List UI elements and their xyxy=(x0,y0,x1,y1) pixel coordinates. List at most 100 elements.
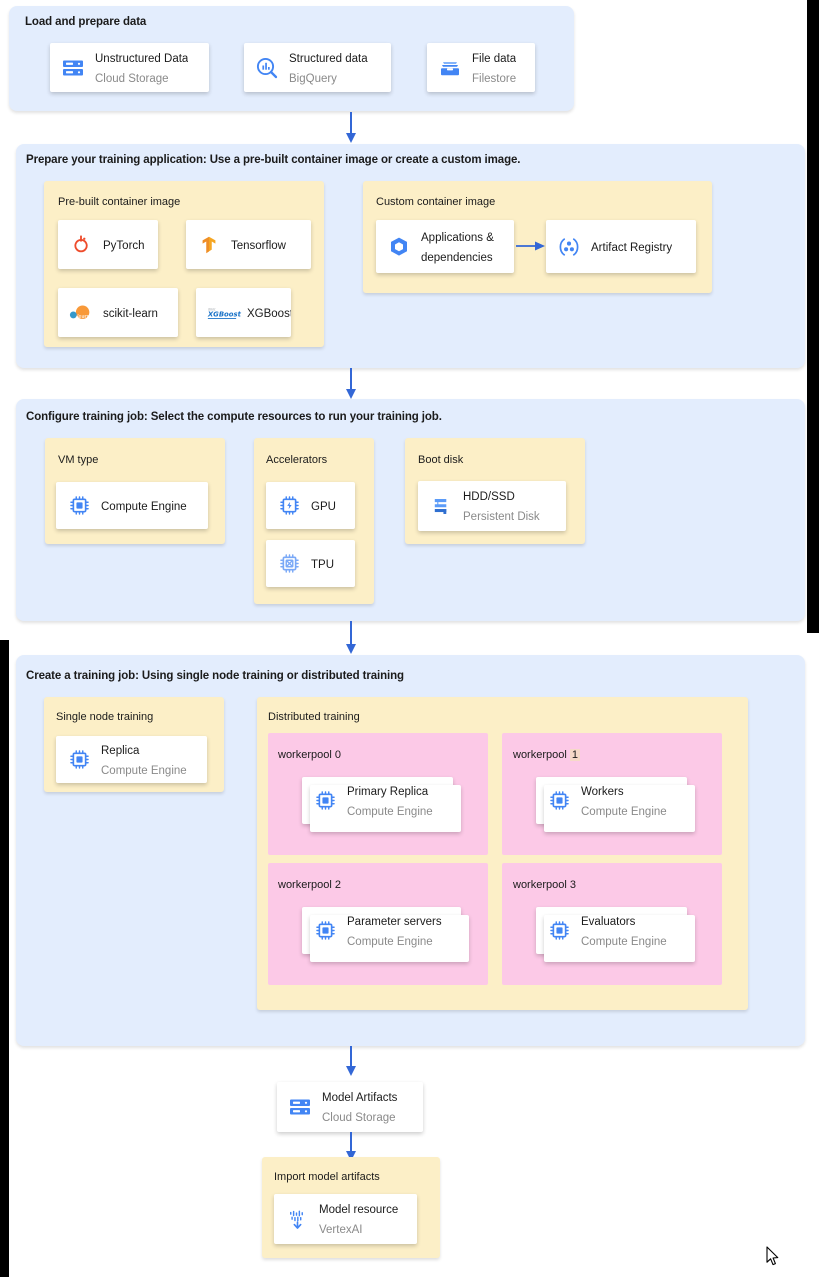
filestore-icon xyxy=(437,55,463,81)
pool-label-workerpool-2: workerpool 2 xyxy=(278,879,341,891)
pool-label-number: 1 xyxy=(569,749,580,761)
group-label-pre-built-container-image: Pre-built container image xyxy=(58,196,181,208)
card-xgboost[interactable]: dmlc XGBoost XGBoost xyxy=(196,288,291,337)
vertex-ai-icon xyxy=(284,1206,310,1232)
card-subtitle: Compute Engine xyxy=(347,805,433,818)
group-label-import-model-artifacts: Import model artifacts xyxy=(274,1171,380,1183)
card-parameter-servers[interactable]: Parameter servers Compute Engine xyxy=(302,907,469,962)
cloud-storage-icon xyxy=(60,55,86,81)
card-replica[interactable]: Replica Compute Engine xyxy=(56,736,207,783)
card-pytorch[interactable]: PyTorch xyxy=(58,220,158,269)
pool-label-prefix: workerpool xyxy=(278,749,332,761)
card-title: Model Artifacts xyxy=(322,1092,398,1105)
card-primary-replica[interactable]: Primary Replica Compute Engine xyxy=(302,777,461,832)
gpu-icon xyxy=(276,493,302,519)
tensorflow-icon xyxy=(196,232,222,258)
card-title: Structured data xyxy=(289,52,368,65)
group-label-custom-container-image: Custom container image xyxy=(376,196,496,208)
card-title: File data xyxy=(472,52,517,65)
arrow-stage1-to-stage2 xyxy=(343,112,357,144)
compute-engine-icon xyxy=(546,918,572,944)
card-structured-data[interactable]: Structured data BigQuery xyxy=(244,43,391,92)
pool-label-prefix: workerpool xyxy=(513,879,567,891)
card-title: Workers xyxy=(581,785,624,798)
card-subtitle: BigQuery xyxy=(289,72,337,85)
card-compute-engine-vm[interactable]: Accelerators Compute Engine xyxy=(56,482,208,529)
card-title: Parameter servers xyxy=(347,915,442,928)
card-subtitle: Compute Engine xyxy=(101,764,187,777)
card-tpu[interactable]: TPU xyxy=(266,540,355,587)
card-model-resource[interactable]: Model resource VertexAI xyxy=(274,1194,417,1244)
card-subtitle: VertexAI xyxy=(319,1224,363,1236)
card-title: GPU xyxy=(311,500,336,513)
artifact-registry-icon xyxy=(556,234,582,260)
card-artifact-registry[interactable]: Artifact Registry xyxy=(546,220,696,273)
pool-label-number: 0 xyxy=(334,749,341,761)
card-title: Primary Replica xyxy=(347,785,429,798)
card-workers[interactable]: Workers Compute Engine xyxy=(536,777,695,832)
card-tensorflow[interactable]: Tensorflow xyxy=(186,220,311,269)
card-title: Compute Engine xyxy=(101,500,187,513)
compute-engine-icon xyxy=(66,747,92,773)
svg-text:learn: learn xyxy=(77,313,90,319)
card-title: XGBoost xyxy=(247,307,291,320)
scikit-learn-icon: learn xyxy=(68,300,94,326)
bigquery-icon xyxy=(254,55,280,81)
letterbox-bar-left xyxy=(0,640,9,1277)
pool-label-prefix: workerpool xyxy=(513,749,567,761)
mouse-cursor xyxy=(766,1246,780,1266)
card-title: Applications & dependencies xyxy=(421,231,494,264)
stage-title-create-a-training-job: Create a training job: Using single node… xyxy=(26,670,404,682)
card-unstructured-data[interactable]: Unstructured Data Cloud Storage xyxy=(50,43,209,92)
pool-label-workerpool-1: workerpool 1 xyxy=(513,749,580,761)
cloud-storage-icon xyxy=(287,1094,313,1120)
card-file-data[interactable]: File data Filestore xyxy=(427,43,535,92)
card-subtitle: Compute Engine xyxy=(581,805,667,818)
card-title: Tensorflow xyxy=(231,239,286,252)
tpu-icon xyxy=(276,551,302,577)
card-title: Unstructured Data xyxy=(95,52,189,65)
card-subtitle: Cloud Storage xyxy=(95,72,169,85)
compute-engine-icon xyxy=(66,493,92,519)
stage-title-load-and-prepare-data: Load and prepare data xyxy=(25,16,147,28)
container-package-icon xyxy=(386,234,412,260)
pool-label-prefix: workerpool xyxy=(278,879,332,891)
arrow-stage3-to-stage4 xyxy=(343,621,357,655)
group-label-distributed-training: Distributed training xyxy=(268,711,360,723)
arrow-stage4-to-model-artifacts xyxy=(343,1046,357,1078)
card-title: TPU xyxy=(311,558,334,571)
pool-label-number: 2 xyxy=(334,879,341,891)
xgboost-icon: dmlc XGBoost xyxy=(206,300,242,326)
persistent-disk-icon xyxy=(428,493,454,519)
group-label-single-node-training: Single node training xyxy=(56,711,154,723)
card-gpu[interactable]: GPU xyxy=(266,482,355,529)
arrow-model-artifacts-to-import xyxy=(343,1132,357,1163)
pool-label-workerpool-3: workerpool 3 xyxy=(513,879,576,891)
group-label-boot-disk: Boot disk xyxy=(418,454,464,466)
card-subtitle: Filestore xyxy=(472,72,517,85)
group-label-vm-type: VM type xyxy=(58,454,99,466)
arrow-stage2-to-stage3 xyxy=(343,368,357,400)
stage-title-configure-training-job: Configure training job: Select the compu… xyxy=(26,411,442,423)
compute-engine-icon xyxy=(312,788,338,814)
card-model-artifacts[interactable]: Model Artifacts Cloud Storage xyxy=(277,1082,423,1132)
compute-engine-icon xyxy=(546,788,572,814)
card-applications-and-dependencies[interactable]: Applications & dependencies xyxy=(376,220,514,273)
group-label-accelerators: Accelerators xyxy=(266,454,328,466)
card-title: scikit-learn xyxy=(103,307,158,320)
card-subtitle: Compute Engine xyxy=(347,935,433,948)
letterbox-bar-right xyxy=(807,0,819,633)
arrow-applications-to-artifact-registry xyxy=(516,239,546,253)
card-scikit-learn[interactable]: learn scikit-learn xyxy=(58,288,178,337)
svg-text:XGBoost: XGBoost xyxy=(207,310,242,318)
svg-text:dmlc: dmlc xyxy=(208,307,216,311)
card-title: Replica xyxy=(101,744,140,757)
card-evaluators[interactable]: Evaluators Compute Engine xyxy=(536,907,695,962)
compute-engine-icon xyxy=(312,918,338,944)
card-hdd-ssd[interactable]: HDD/SSD Persistent Disk xyxy=(418,481,566,531)
card-title: PyTorch xyxy=(103,239,145,252)
pool-label-workerpool-0: workerpool 0 xyxy=(278,749,341,761)
pytorch-icon xyxy=(68,232,94,258)
card-title: Evaluators xyxy=(581,915,636,928)
